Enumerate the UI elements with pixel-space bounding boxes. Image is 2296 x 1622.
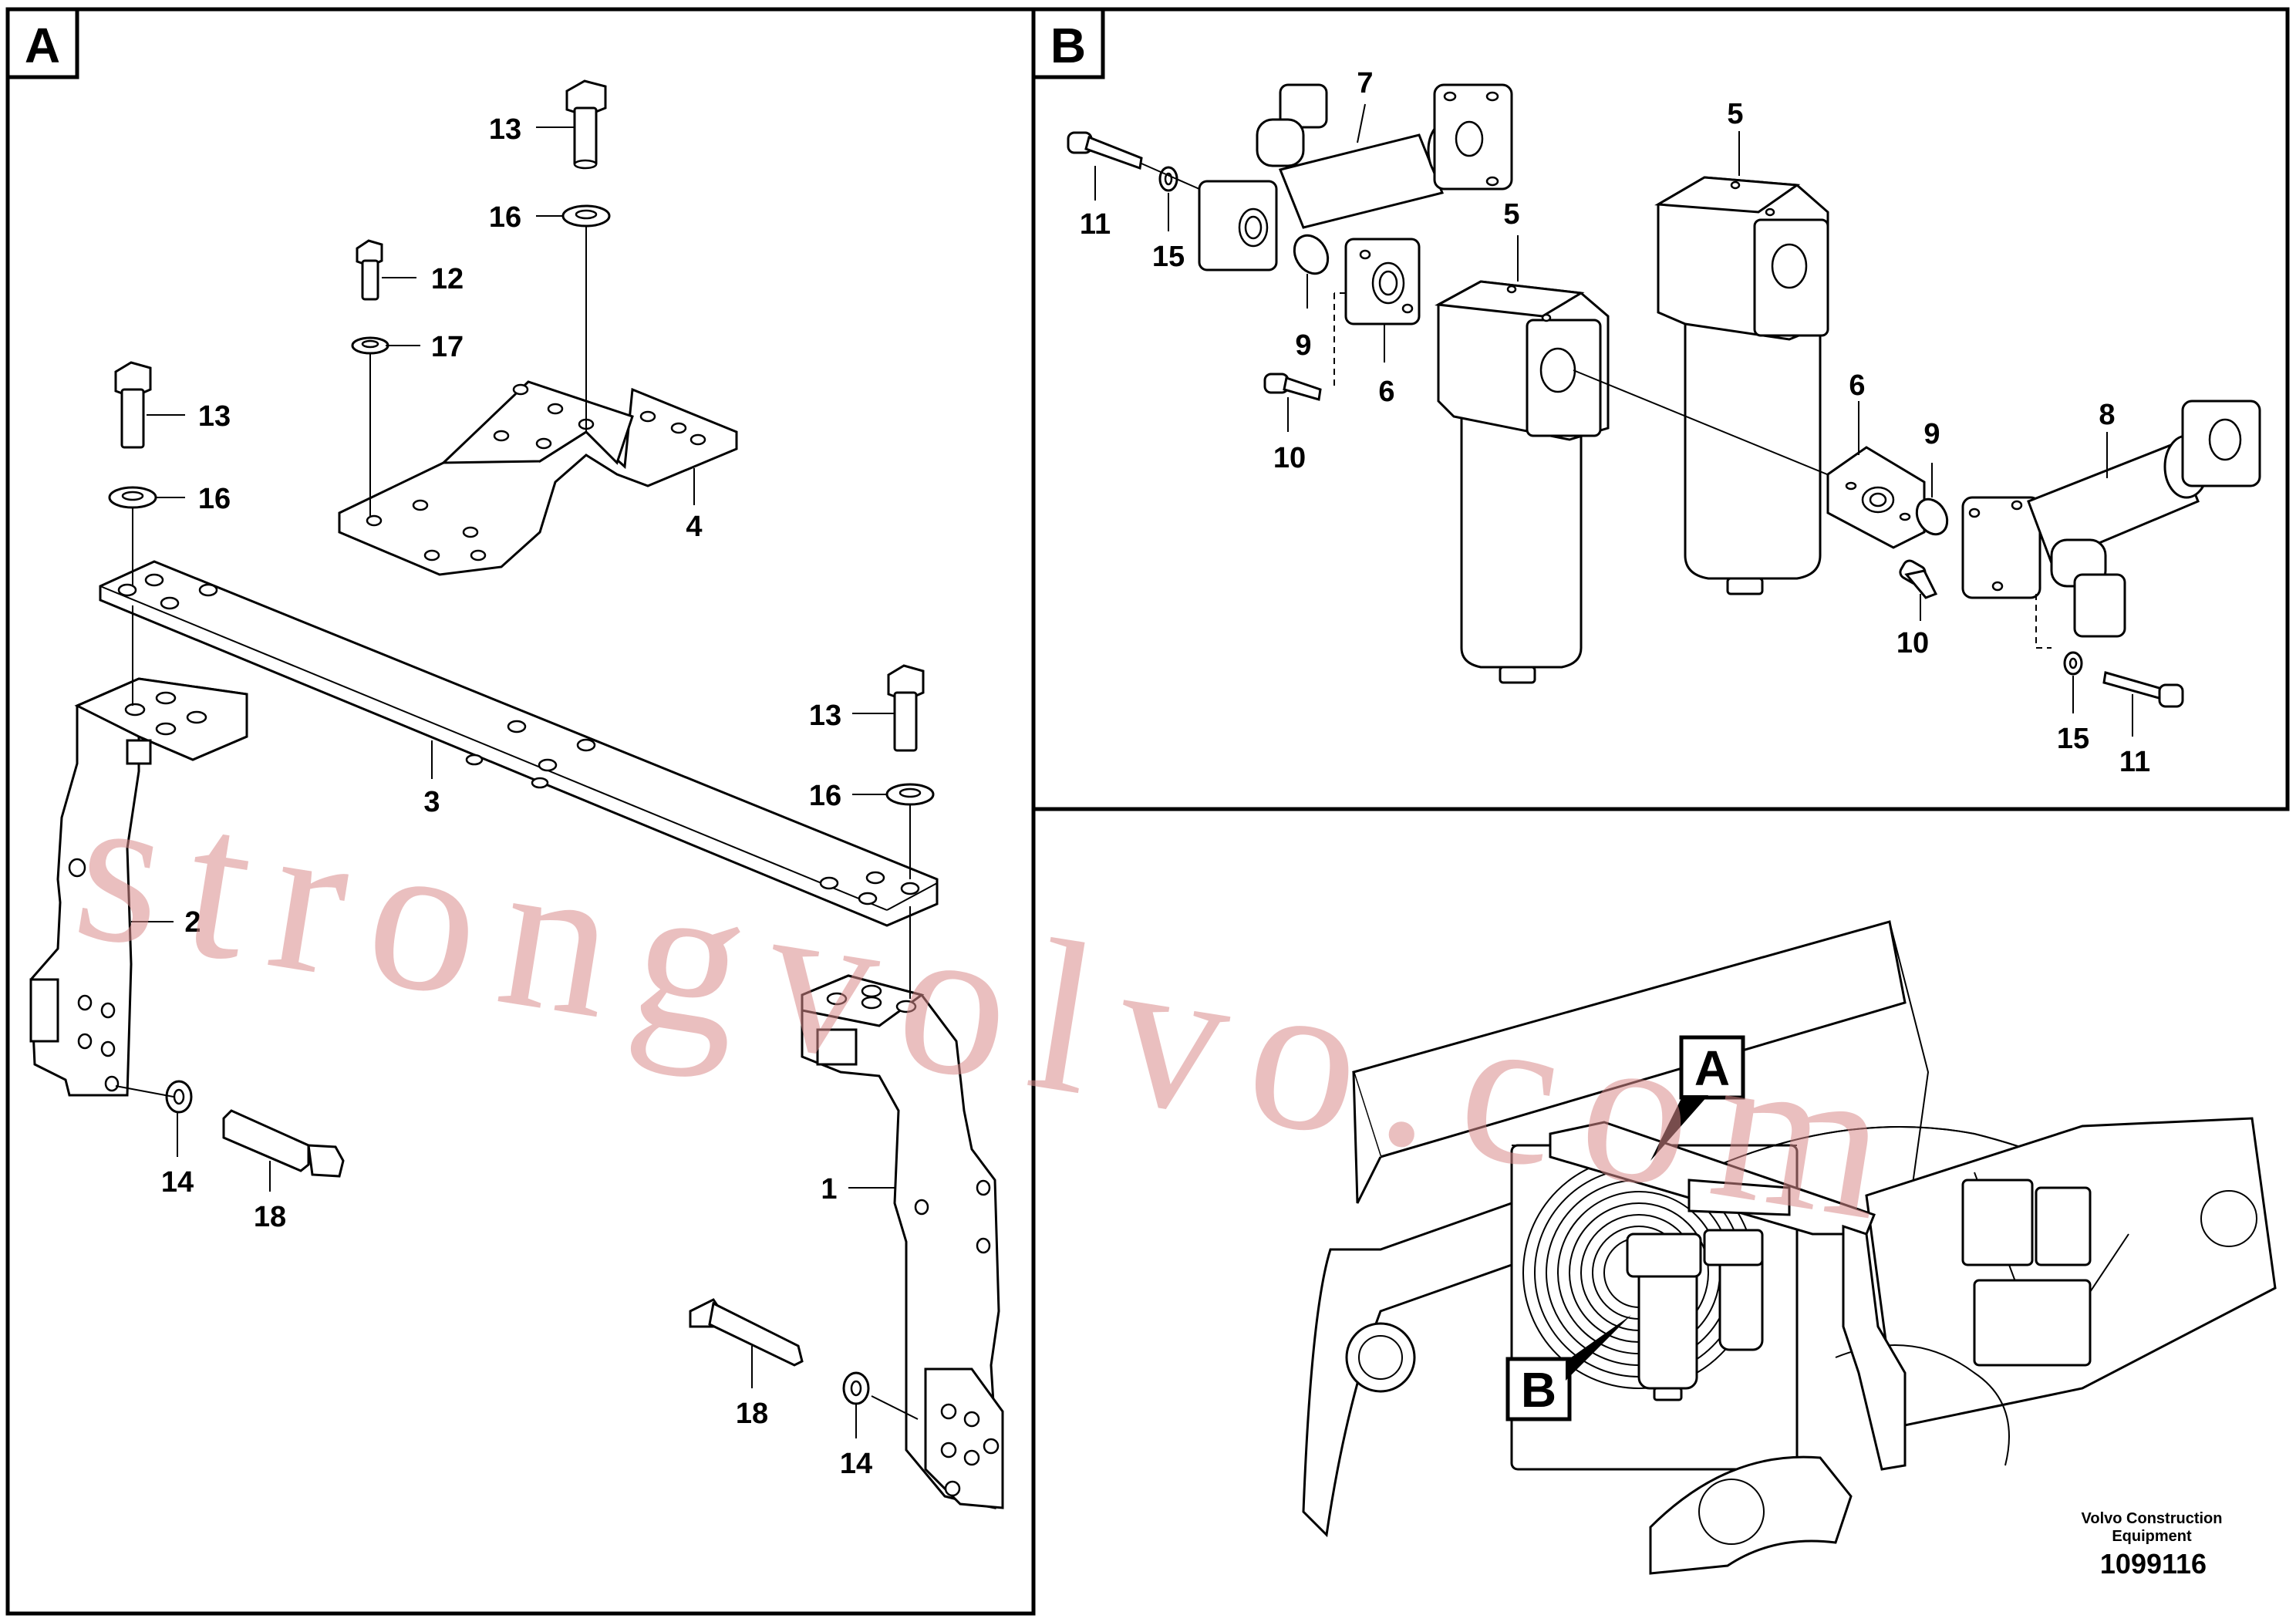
overview-marker-b: B <box>1505 1315 1631 1421</box>
bolt-10-left <box>1263 373 1322 401</box>
callout-16: 16 <box>809 780 841 812</box>
callout-1: 1 <box>821 1173 837 1206</box>
washer-14-left <box>165 1080 193 1114</box>
part-2-left-bracket <box>29 677 248 1097</box>
callout-2: 2 <box>184 906 201 939</box>
brand-line-1: Volvo Construction <box>2082 1510 2223 1527</box>
callout-13: 13 <box>489 113 521 146</box>
panel-a-frame <box>5 7 1036 1616</box>
bolt-18-right <box>689 1298 804 1367</box>
washer-16-left <box>108 486 157 509</box>
machine-overview: A B <box>1302 920 2277 1575</box>
callout-14: 14 <box>840 1448 872 1480</box>
bolt-13-right <box>887 664 925 752</box>
callout-16: 16 <box>198 483 231 515</box>
washer-14-right <box>842 1371 870 1405</box>
part-7-pipe <box>1198 83 1513 271</box>
part-4-z-bracket <box>338 380 738 576</box>
o-ring-9-right <box>1915 497 1949 536</box>
callout-18: 18 <box>254 1201 286 1233</box>
callout-12: 12 <box>431 263 464 295</box>
washer-17 <box>351 336 389 355</box>
bolt-18-left <box>222 1109 345 1178</box>
callout-8: 8 <box>2099 399 2115 431</box>
washer-16-right <box>885 783 935 806</box>
bolt-11-right <box>2102 671 2184 708</box>
callout-17: 17 <box>431 331 464 363</box>
panel-a-label: A <box>5 7 79 79</box>
flange-6-right <box>1826 446 1926 549</box>
callout-10: 10 <box>1896 627 1929 659</box>
o-ring-9-left <box>1293 234 1330 275</box>
washer-15-right <box>2063 651 2083 676</box>
panel-b-label-text: B <box>1050 18 1086 73</box>
panel-a-drawing: 13 16 12 17 13 16 4 3 13 16 2 1 14 18 18… <box>29 79 1004 1509</box>
callout-5: 5 <box>1503 198 1519 231</box>
overview-marker-a-text: A <box>1694 1040 1730 1096</box>
callout-9: 9 <box>1295 329 1311 362</box>
bolt-11-top <box>1067 131 1143 170</box>
bolt-12 <box>356 239 383 301</box>
overview-marker-a: A <box>1650 1035 1745 1161</box>
panel-b-frame <box>1031 7 2290 811</box>
flange-6-left <box>1344 238 1421 325</box>
footer: Volvo Construction Equipment 1099116 <box>2082 1510 2223 1580</box>
callout-14: 14 <box>161 1166 194 1199</box>
panel-b-drawing: 7 5 5 11 15 9 6 10 6 9 8 10 15 11 <box>1067 67 2261 778</box>
callout-6: 6 <box>1849 369 1865 402</box>
callout-6: 6 <box>1378 376 1394 408</box>
panel-b-label: B <box>1031 7 1105 79</box>
bolt-10-right <box>1899 559 1938 599</box>
callout-3: 3 <box>423 786 440 818</box>
filter-5-right <box>1654 176 1829 595</box>
overview-marker-b-text: B <box>1521 1362 1556 1418</box>
callout-16: 16 <box>489 201 521 234</box>
callout-7: 7 <box>1357 67 1373 99</box>
panel-a-label-text: A <box>25 18 60 73</box>
callout-13: 13 <box>198 400 231 433</box>
filter-5-left <box>1435 280 1610 684</box>
callout-15: 15 <box>2057 723 2089 755</box>
callout-9: 9 <box>1923 418 1940 450</box>
bolt-13-left <box>114 361 152 449</box>
callout-5: 5 <box>1727 98 1743 130</box>
part-1-right-bracket <box>801 974 1004 1509</box>
callout-13: 13 <box>809 700 841 732</box>
bolt-13-top <box>565 79 607 170</box>
callout-10: 10 <box>1273 442 1306 474</box>
doc-number: 1099116 <box>2100 1548 2207 1580</box>
callout-11: 11 <box>1080 208 1111 241</box>
callout-4: 4 <box>686 511 702 543</box>
part-3-cross-bar <box>99 560 939 927</box>
part-8-pipe <box>1961 400 2261 638</box>
brand-line-2: Equipment <box>2112 1528 2192 1545</box>
washer-15-top <box>1158 166 1178 192</box>
washer-16-top <box>561 204 611 228</box>
callout-15: 15 <box>1152 241 1185 273</box>
callout-11: 11 <box>2119 746 2150 778</box>
callout-18: 18 <box>736 1398 768 1430</box>
